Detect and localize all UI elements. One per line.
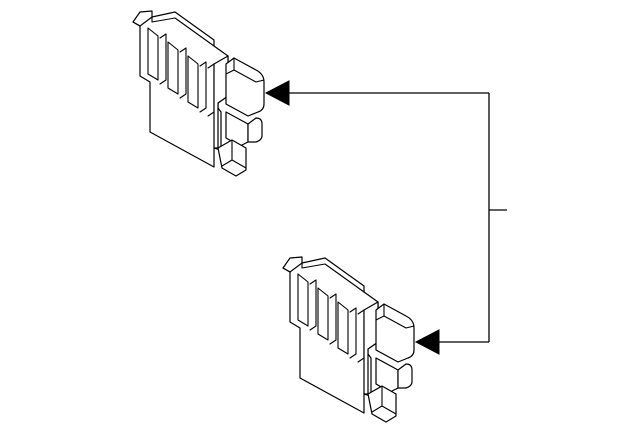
module-top-lip bbox=[282, 262, 365, 293]
module-front-face bbox=[213, 55, 229, 149]
connector-module-lower bbox=[282, 256, 415, 423]
connector-socket-middle bbox=[375, 357, 399, 393]
module-lower-tab-edge bbox=[371, 385, 397, 415]
connector-socket-middle-face bbox=[397, 363, 413, 389]
connector-socket-upper bbox=[375, 303, 415, 363]
connector-socket-middle bbox=[225, 111, 249, 147]
module-top-lip bbox=[132, 16, 215, 47]
connector-socket-middle-face bbox=[247, 117, 263, 143]
arrowhead-lower-icon bbox=[414, 329, 440, 355]
module-ribs bbox=[297, 273, 365, 363]
connector-socket-upper-edge bbox=[375, 303, 415, 329]
arrowhead-upper-icon bbox=[264, 80, 290, 106]
connector-module-upper bbox=[132, 10, 265, 177]
callout-leader bbox=[264, 80, 507, 355]
module-lower-tab-edge bbox=[221, 139, 247, 169]
module-front-face bbox=[363, 301, 379, 395]
module-ribs bbox=[147, 27, 215, 117]
connector-socket-upper bbox=[225, 57, 265, 117]
connector-socket-upper-edge bbox=[225, 57, 265, 83]
